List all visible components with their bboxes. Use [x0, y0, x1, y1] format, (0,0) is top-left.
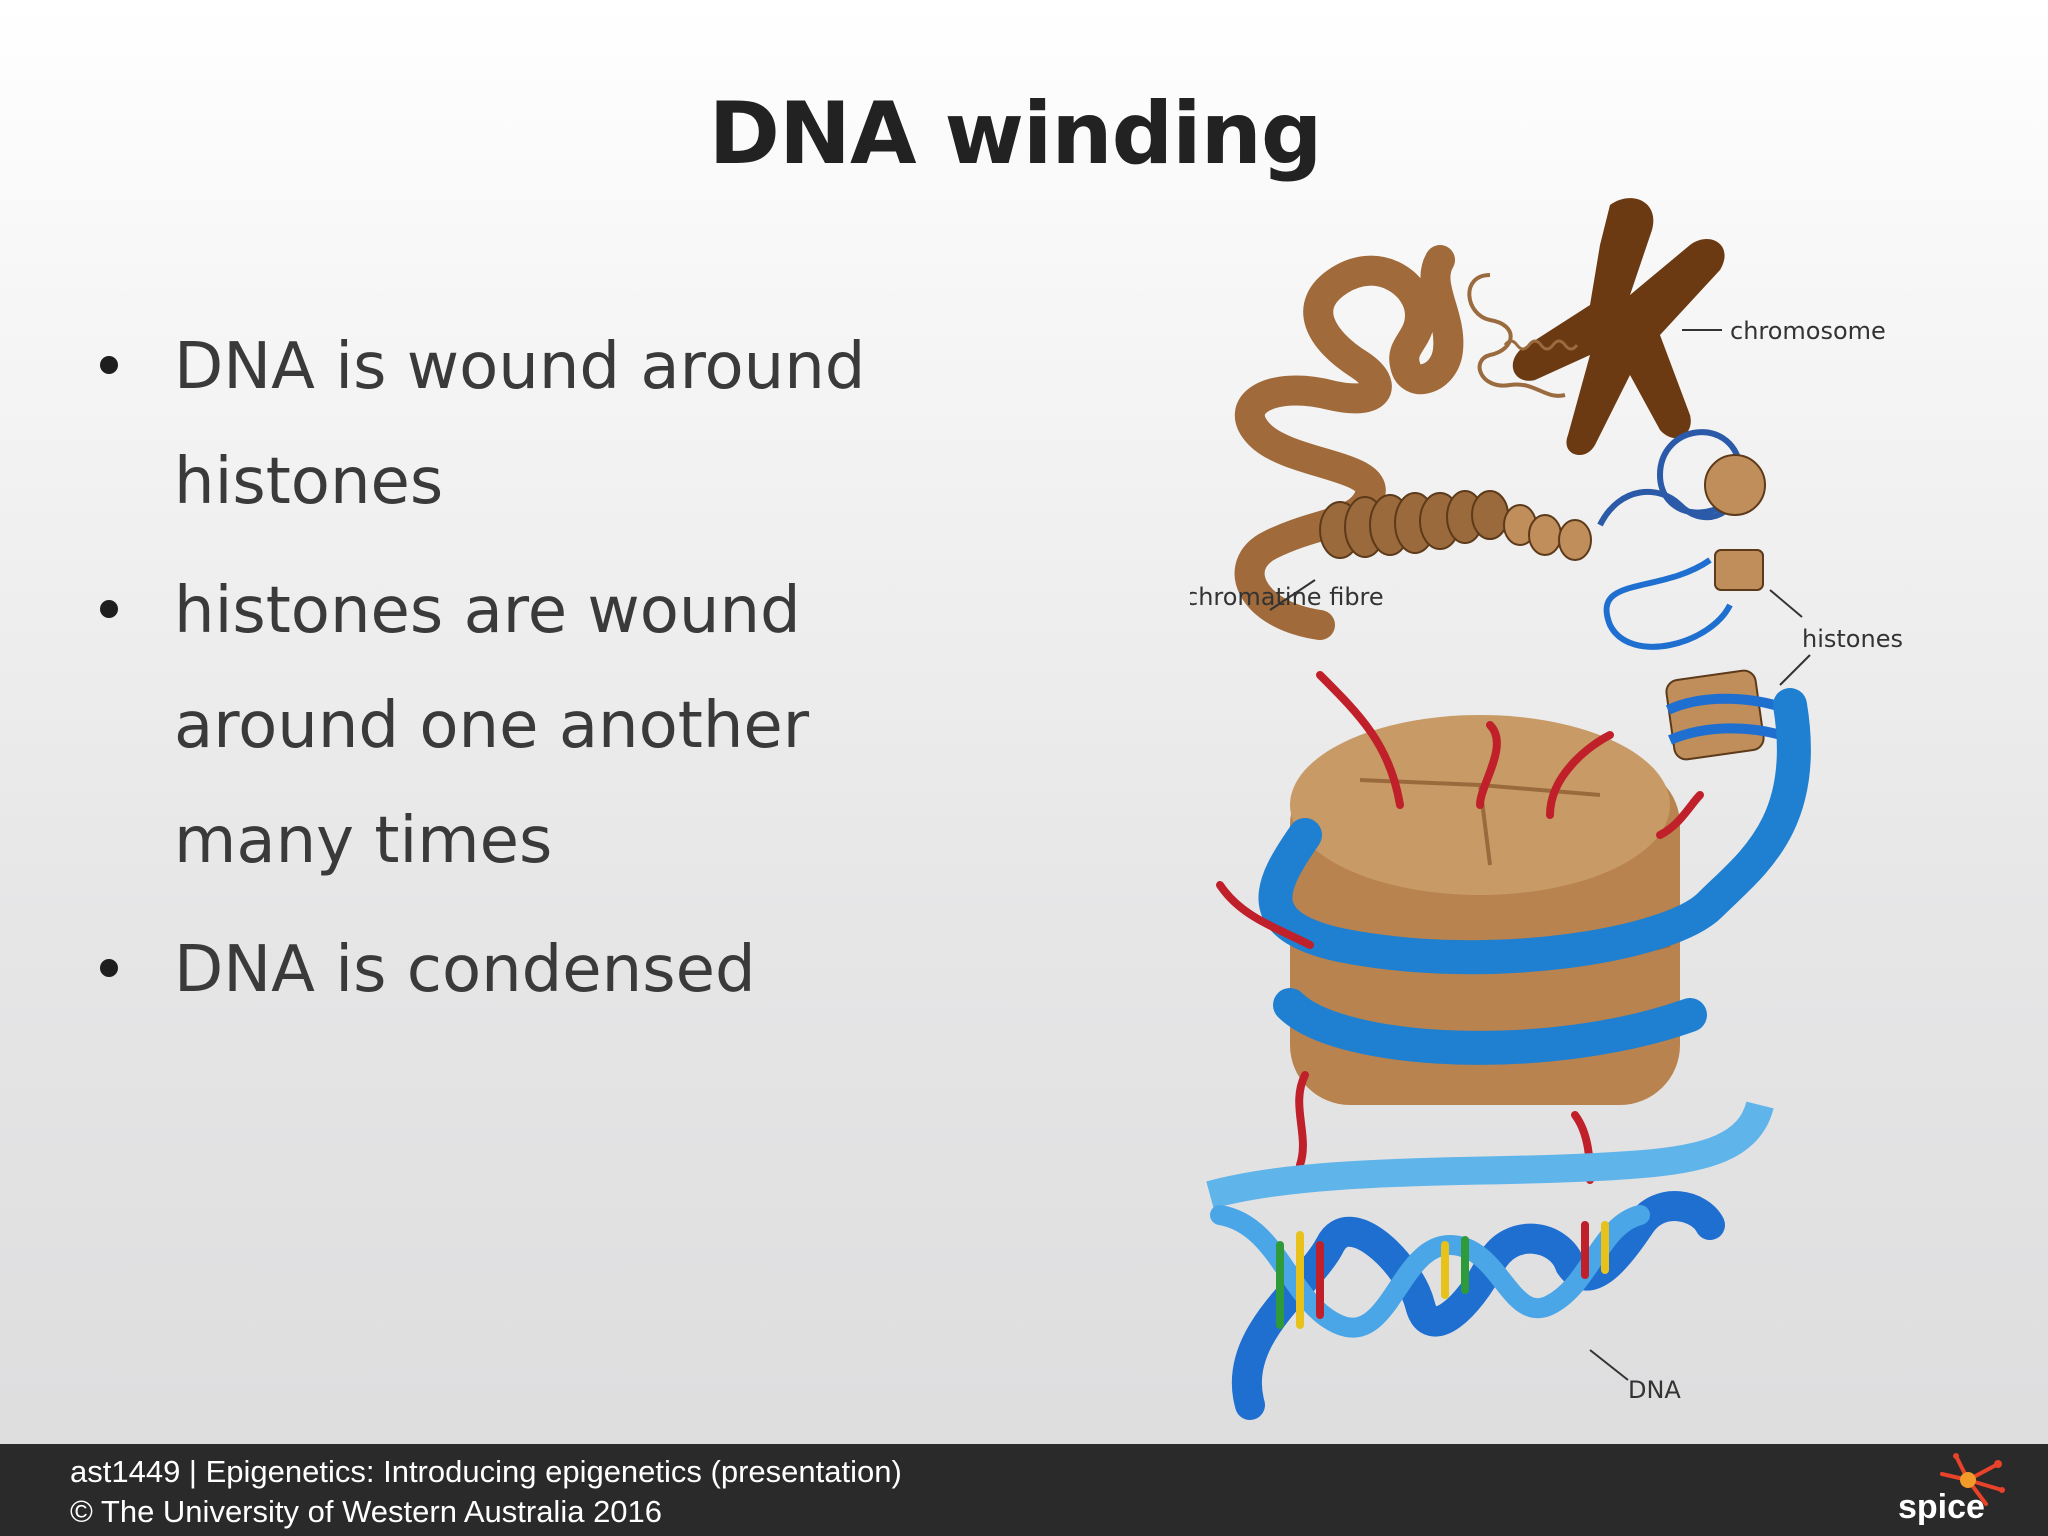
- slide-title: DNA winding: [708, 84, 1323, 184]
- bullet-text: histones are wound around one another ma…: [174, 574, 810, 878]
- footer-copyright-line: © The University of Western Australia 20…: [70, 1494, 663, 1529]
- histone-bead: [1714, 549, 1764, 591]
- bullet-item: DNA is wound around histones: [96, 310, 976, 540]
- bullet-text: DNA is condensed: [174, 933, 756, 1007]
- footer-bar: ast1449 | Epigenetics: Introducing epige…: [0, 1444, 2048, 1536]
- bullet-item: DNA is condensed: [96, 913, 976, 1028]
- slide: DNA winding DNA is wound around histones…: [96, 84, 2010, 1445]
- spice-star-icon: [1940, 1453, 2005, 1506]
- bullet-list: DNA is wound around histones histones ar…: [96, 310, 976, 1042]
- histones-leader-line: [1769, 589, 1803, 618]
- spice-logo-text: spice: [1898, 1488, 1985, 1526]
- dna-linker: [1603, 557, 1733, 650]
- bullet-item: histones are wound around one another ma…: [96, 554, 976, 899]
- bullet-dot: [100, 356, 118, 374]
- histones-leader-line-2: [1779, 654, 1811, 686]
- dna-label: DNA: [1628, 1376, 1681, 1404]
- histone-bead: [1704, 454, 1766, 516]
- spice-logo: spice: [1858, 1450, 2018, 1534]
- chromatin-loop: [1234, 245, 1464, 640]
- chromosome-shape: [1512, 198, 1725, 456]
- bullet-dot: [100, 600, 118, 618]
- dna-double-helix: [1206, 1100, 1774, 1420]
- dna-winding-figure: chromosome chromatine fibre: [1185, 185, 2010, 1445]
- chromatine-fibre-label: chromatine fibre: [1190, 583, 1384, 611]
- chromatin-fibre-segments: [1319, 490, 1592, 561]
- footer-resource-line: ast1449 | Epigenetics: Introducing epige…: [70, 1454, 902, 1489]
- nucleosome: [1258, 688, 1811, 1105]
- bullet-text: DNA is wound around histones: [174, 330, 866, 519]
- histones-label: histones: [1802, 625, 1903, 653]
- bullet-dot: [100, 959, 118, 977]
- histone-bead-lower: [1665, 669, 1792, 761]
- histone-tails: [1216, 671, 1704, 1184]
- chromatine-leader-line: [1269, 579, 1316, 611]
- fine-fibre: [1467, 273, 1566, 398]
- fine-fibre-coil: [1503, 339, 1579, 351]
- chromosome-label: chromosome: [1730, 317, 1886, 345]
- dna-leader-line: [1589, 1349, 1629, 1381]
